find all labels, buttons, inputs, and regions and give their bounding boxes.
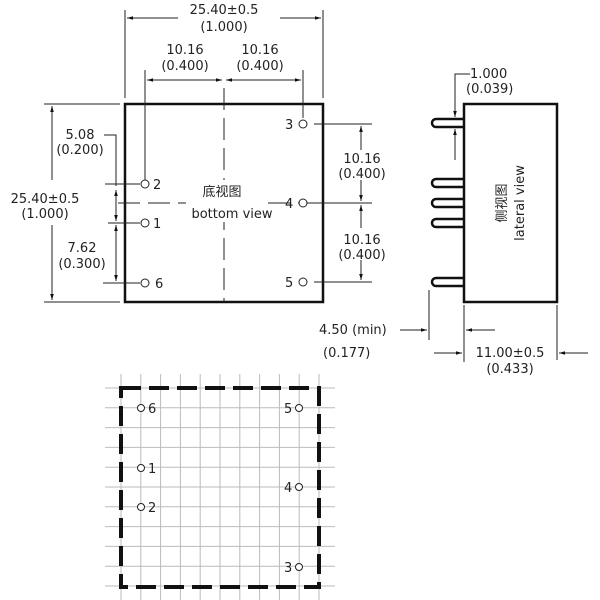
width-dim-in: (1.000)	[200, 20, 247, 35]
pin-2-icon	[140, 179, 150, 189]
pin-5-label: 5	[285, 276, 293, 291]
dim-508-in: (0.200)	[56, 143, 103, 158]
fp-pin-1-icon	[137, 464, 145, 472]
pin-5-icon	[298, 277, 308, 287]
pitch-left-in: (0.400)	[161, 59, 208, 74]
bottom-view: 25.40±0.5 (1.000) 10.16 (0.400) 10.16 (0…	[11, 3, 386, 304]
lateral-title-cn: 侧视图	[495, 183, 510, 222]
fp-pin-3-label: 3	[284, 561, 292, 576]
depth-dim-in: (0.433)	[486, 362, 533, 377]
pin-length-in: (0.177)	[323, 346, 370, 361]
pin-6-icon	[140, 278, 150, 288]
pin-dia: 1.000	[470, 67, 507, 82]
dim-762: 7.62	[68, 241, 97, 256]
fp-pin-5-label: 5	[284, 402, 292, 417]
lateral-outline	[462, 102, 559, 304]
fp-pin-6-label: 6	[148, 402, 156, 417]
fp-pin-5-icon	[295, 404, 303, 412]
fp-pin-2-icon	[137, 503, 145, 511]
bottom-pins: 1 2 3 4 5 6	[140, 118, 308, 292]
lateral-title-en: lateral view	[513, 165, 528, 241]
fp-pin-2-label: 2	[148, 501, 156, 516]
right-pitch-b-in: (0.400)	[338, 248, 385, 263]
fp-pin-1-label: 1	[148, 462, 156, 477]
dim-508: 5.08	[66, 128, 95, 143]
bottom-view-title-cn: 底视图	[202, 184, 241, 200]
fp-pin-3-icon	[295, 563, 303, 571]
height-dim-in: (1.000)	[21, 207, 68, 222]
pin-1-icon	[140, 218, 150, 228]
fp-pin-4-label: 4	[284, 481, 292, 496]
footprint-pins: 6 1 2 5 4 3	[137, 402, 303, 576]
width-dim: 25.40±0.5	[190, 3, 259, 18]
footprint: 6 1 2 5 4 3	[105, 374, 335, 600]
lateral-view: 侧视图 lateral view 1.000 (0.039) 4.50 (min…	[319, 67, 588, 377]
pitch-right-in: (0.400)	[236, 59, 283, 74]
depth-dim: 11.00±0.5	[476, 346, 545, 361]
lateral-pins	[430, 117, 464, 288]
pin-1-label: 1	[153, 217, 161, 232]
right-pitch-a: 10.16	[343, 152, 380, 167]
dim-762-in: (0.300)	[58, 257, 105, 272]
pin-4-label: 4	[285, 197, 293, 212]
bottom-view-title-en: bottom view	[191, 207, 272, 222]
footprint-outline	[119, 386, 321, 589]
pin-4-icon	[298, 198, 308, 208]
pin-6-label: 6	[155, 277, 163, 292]
fp-pin-4-icon	[295, 483, 303, 491]
pitch-right: 10.16	[241, 43, 278, 58]
pitch-left: 10.16	[166, 43, 203, 58]
pin-3-icon	[298, 119, 308, 129]
pin-length: 4.50 (min)	[319, 323, 387, 338]
fp-pin-6-icon	[137, 404, 145, 412]
right-pitch-a-in: (0.400)	[338, 167, 385, 182]
pin-3-label: 3	[285, 118, 293, 133]
right-pitch-b: 10.16	[343, 233, 380, 248]
height-dim: 25.40±0.5	[11, 192, 80, 207]
pin-2-label: 2	[153, 178, 161, 193]
pin-dia-in: (0.039)	[466, 82, 513, 97]
